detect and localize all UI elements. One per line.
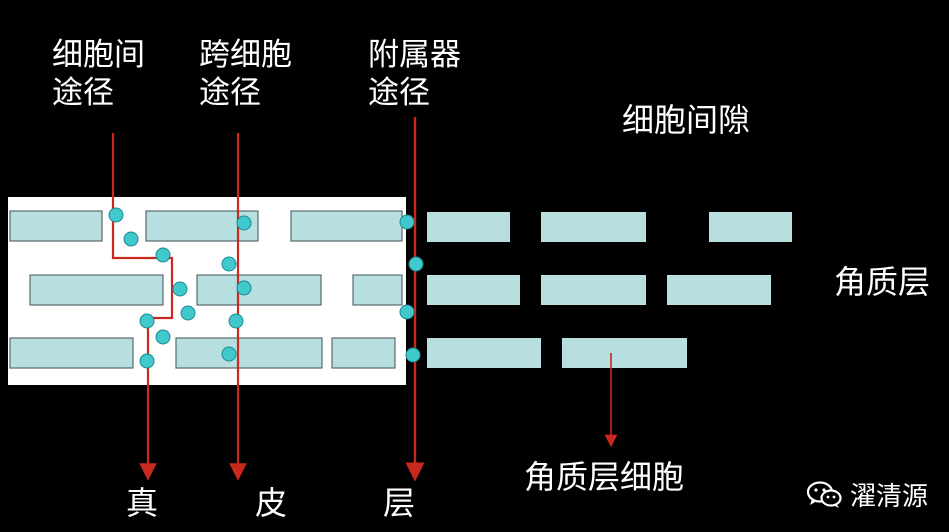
corneocyte-cell — [352, 274, 403, 306]
molecule-dot — [408, 256, 424, 272]
label-line: 途径 — [52, 75, 114, 111]
molecule-dot — [236, 215, 252, 231]
corneocyte-cell — [196, 274, 322, 306]
molecule-dot — [139, 353, 155, 369]
corneocyte-cell — [290, 210, 403, 242]
appendage-path-label: 附属器 途径 — [368, 36, 461, 112]
intercellular-path-arrow — [111, 133, 174, 481]
molecule-dot — [236, 280, 252, 296]
molecule-dot — [221, 346, 237, 362]
molecule-dot — [123, 231, 139, 247]
corneocyte-cell — [562, 338, 687, 368]
corneocyte-cell — [667, 275, 771, 305]
molecule-dot — [399, 214, 415, 230]
wechat-icon — [806, 480, 842, 508]
stratum-corneum-label: 角质层 — [834, 263, 931, 301]
label-line: 途径 — [199, 75, 261, 111]
molecule-dot — [405, 347, 421, 363]
transcellular-path-label: 跨细胞 途径 — [199, 36, 292, 112]
corneocyte-cell — [541, 275, 646, 305]
corneocytes-outer — [427, 212, 792, 368]
label-line: 跨细胞 — [199, 37, 292, 73]
intercellular-space-label: 细胞间隙 — [622, 101, 751, 139]
corneocyte-cell — [331, 337, 396, 369]
molecule-dots — [108, 207, 424, 369]
molecule-dot — [228, 313, 244, 329]
molecule-dot — [172, 281, 188, 297]
bottom-label-char3: 层 — [383, 484, 416, 522]
watermark: 濯清源 — [806, 476, 928, 513]
molecule-dot — [155, 329, 171, 345]
corneocyte-cell — [709, 212, 792, 242]
intercellular-path-label: 细胞间 途径 — [52, 36, 145, 112]
watermark-text: 濯清源 — [850, 482, 929, 512]
bottom-label-char1: 真 — [126, 484, 159, 522]
molecule-dot — [108, 207, 124, 223]
label-line: 细胞间 — [52, 37, 145, 73]
molecule-dot — [155, 247, 171, 263]
corneocyte-cell — [9, 337, 134, 369]
corneocytes-panel — [9, 210, 403, 369]
molecule-dot — [399, 304, 415, 320]
corneocyte-cell — [427, 212, 510, 242]
corneocyte-cell — [175, 337, 323, 369]
molecule-dot — [221, 256, 237, 272]
corneocyte-cell — [541, 212, 646, 242]
molecule-dot — [180, 305, 196, 321]
corneocyte-cell — [427, 275, 520, 305]
corneocyte-label: 角质层细胞 — [524, 458, 685, 496]
corneocyte-cell — [9, 210, 103, 242]
label-line: 途径 — [368, 75, 430, 111]
corneocyte-cell — [427, 338, 541, 368]
label-line: 附属器 — [368, 37, 461, 73]
bottom-label-char2: 皮 — [255, 484, 288, 522]
molecule-dot — [139, 313, 155, 329]
corneocyte-cell — [29, 274, 164, 306]
